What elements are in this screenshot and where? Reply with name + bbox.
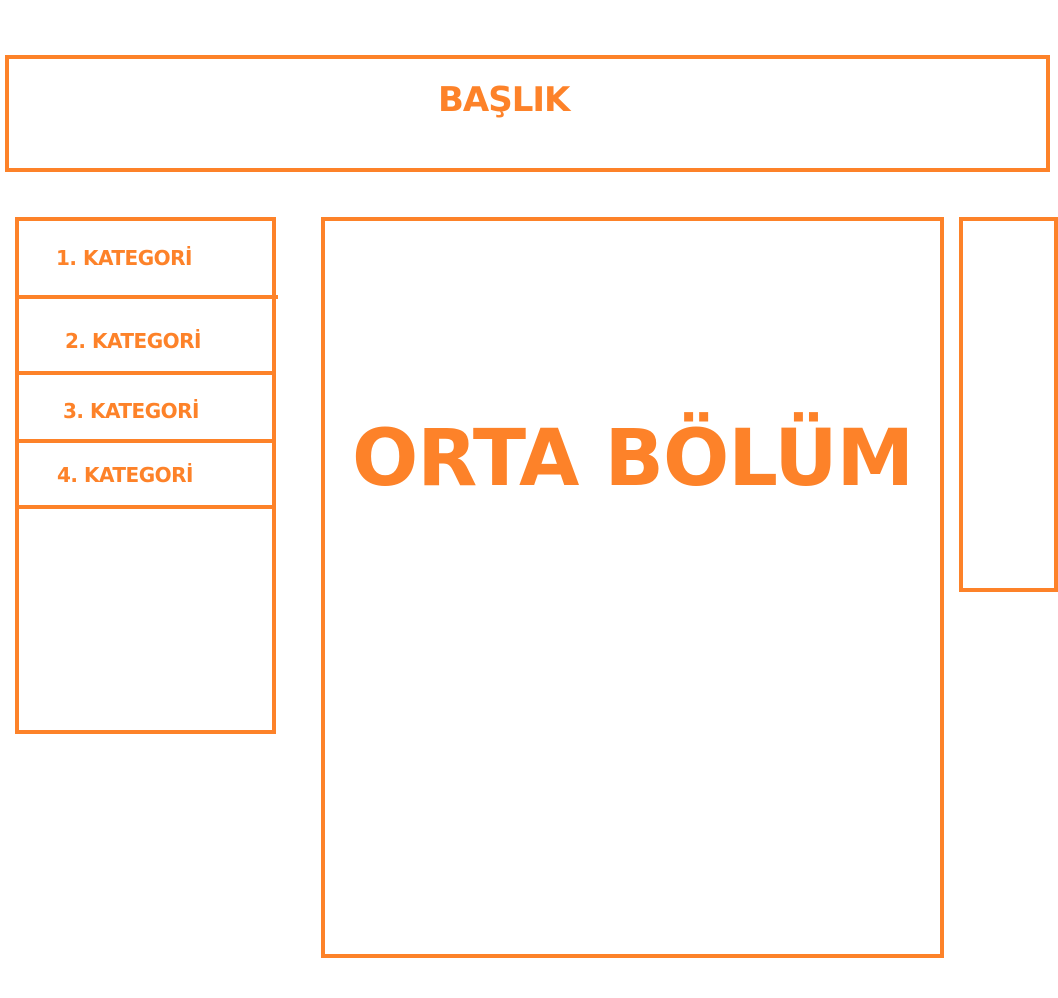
- main-content-title: ORTA BÖLÜM: [352, 414, 914, 504]
- sidebar-item-category-1[interactable]: 1. KATEGORİ: [56, 246, 192, 270]
- sidebar-divider: [15, 439, 276, 443]
- sidebar-divider: [15, 295, 278, 299]
- sidebar-item-category-3[interactable]: 3. KATEGORİ: [63, 399, 199, 423]
- header-box: [5, 55, 1050, 172]
- main-content-box: [321, 217, 944, 958]
- right-sidebar-box: [959, 217, 1058, 592]
- sidebar-item-category-4[interactable]: 4. KATEGORİ: [57, 463, 193, 487]
- sidebar-box: [15, 217, 276, 734]
- sidebar-divider: [15, 505, 276, 509]
- header-title: BAŞLIK: [438, 80, 570, 120]
- sidebar-item-category-2[interactable]: 2. KATEGORİ: [65, 329, 201, 353]
- sidebar-divider: [15, 371, 276, 375]
